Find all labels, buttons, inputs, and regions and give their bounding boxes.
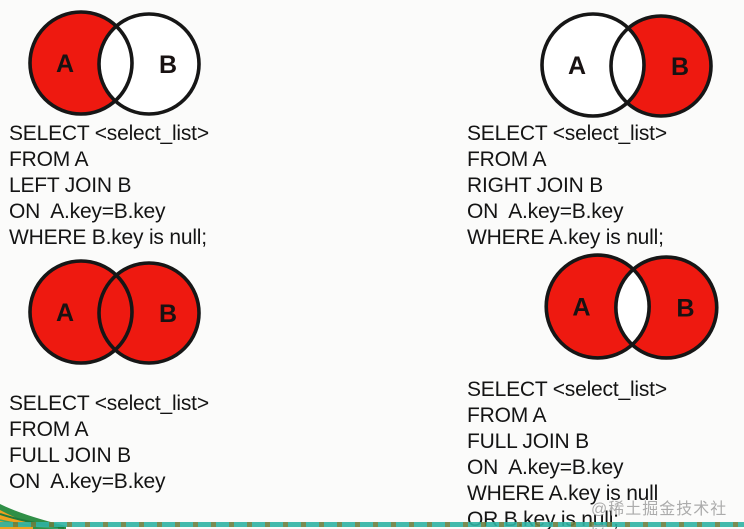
sql-line: SELECT <select_list> [467,378,667,401]
sql-line: ON A.key=B.key [9,200,166,223]
venn-label-a: A [568,52,586,80]
sql-line: WHERE A.key is null; [467,226,664,249]
venn-label-b: B [159,51,177,79]
sql-line: FULL JOIN B [9,444,131,467]
sql-line: WHERE B.key is null; [9,226,207,249]
sql-line: FULL JOIN B [467,430,589,453]
sql-line: RIGHT JOIN B [467,174,604,197]
sql-block-right-join: SELECT <select_list> FROM A RIGHT JOIN B ON… [467,121,667,251]
sql-line: ON A.key=B.key [467,456,624,479]
sql-line: SELECT <select_list> [9,122,209,145]
sql-line: WHERE A.key is null [467,482,659,505]
video-progress-line [0,522,744,527]
venn-label-a: A [56,299,74,327]
sql-line: FROM A [467,404,547,427]
watermark: @稀土掘金技术社区 [591,501,728,529]
sql-line: SELECT <select_list> [467,122,667,145]
venn-label-b: B [159,300,177,328]
venn-label-b: B [671,53,689,81]
sql-block-full-join: SELECT <select_list> FROM A FULL JOIN B ON … [9,391,209,495]
venn-label-a: A [572,294,590,322]
sql-line: FROM A [9,418,89,441]
sql-line: SELECT <select_list> [9,392,209,415]
sql-line: ON A.key=B.key [9,470,166,493]
sql-line: LEFT JOIN B [9,174,132,197]
sql-line: FROM A [467,148,547,171]
sql-line: FROM A [9,148,89,171]
sql-line: ON A.key=B.key [467,200,624,223]
sql-block-left-join: SELECT <select_list> FROM A LEFT JOIN B ON … [9,121,209,251]
venn-label-a: A [56,50,74,78]
venn-label-b: B [676,295,694,323]
